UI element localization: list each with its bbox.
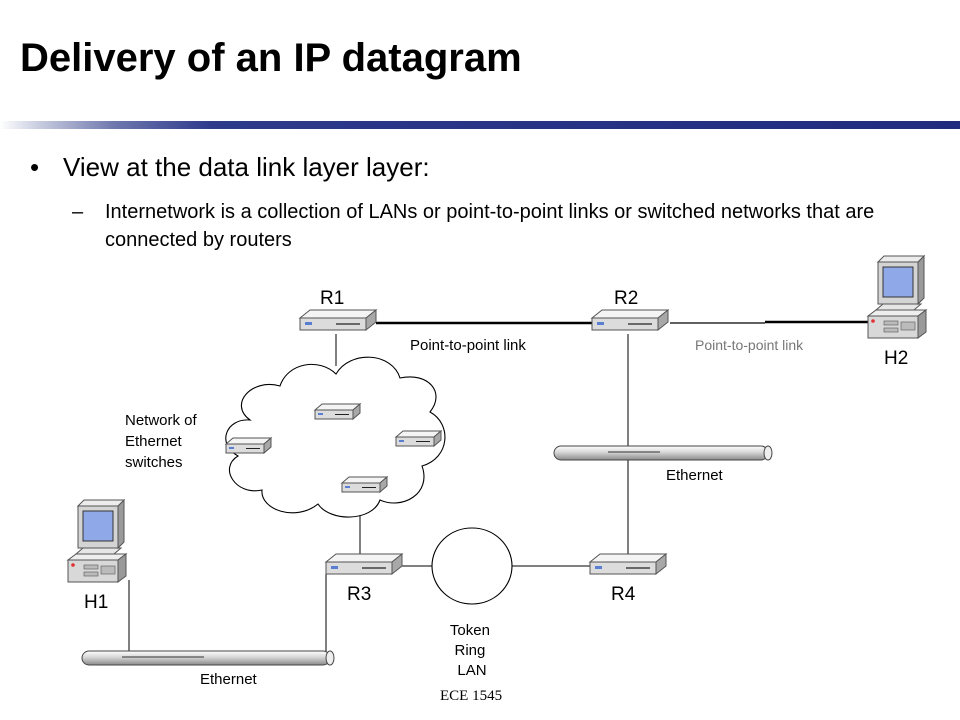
router-r3-icon bbox=[325, 553, 403, 575]
token-ring-label: Token Ring LAN bbox=[450, 622, 494, 679]
link-lines bbox=[128, 320, 870, 656]
ethernet-cable-bottom bbox=[81, 650, 335, 666]
title-rule bbox=[0, 121, 960, 129]
slide-footer: ECE 1545 bbox=[440, 688, 503, 704]
ethernet-label: Ethernet bbox=[200, 671, 258, 688]
token-ring bbox=[431, 527, 513, 605]
sub-bullet-text: Internetwork is a collection of LANs or … bbox=[105, 201, 875, 251]
switch-icon bbox=[225, 437, 272, 454]
ethernet-cable-right bbox=[553, 445, 773, 461]
bullet-text: View at the data link layer layer: bbox=[63, 152, 430, 182]
router-r1-icon bbox=[299, 309, 377, 331]
host-h2-icon bbox=[867, 255, 927, 339]
sub-bullet-marker: – bbox=[72, 201, 84, 223]
host-h1-label: H1 bbox=[84, 592, 108, 613]
router-r4-label: R4 bbox=[611, 584, 636, 605]
bullet-marker: • bbox=[30, 152, 40, 182]
switch-icon bbox=[314, 403, 361, 420]
switch-icon bbox=[341, 476, 388, 493]
host-h1-icon bbox=[67, 499, 127, 583]
slide-title: Delivery of an IP datagram bbox=[20, 36, 522, 80]
router-r2-label: R2 bbox=[614, 288, 638, 309]
switch-network-cloud bbox=[225, 356, 446, 518]
host-h2-label: H2 bbox=[884, 348, 908, 369]
p2p-link-label: Point-to-point link bbox=[410, 337, 526, 354]
router-r2-icon bbox=[591, 309, 669, 331]
p2p-link-label: Point-to-point link bbox=[695, 337, 804, 353]
ethernet-label: Ethernet bbox=[666, 467, 724, 484]
router-r1-label: R1 bbox=[320, 288, 344, 309]
router-r4-icon bbox=[589, 553, 667, 575]
router-r3-label: R3 bbox=[347, 584, 371, 605]
switch-icon bbox=[395, 430, 442, 447]
switch-network-label: Network of Ethernet switches bbox=[125, 412, 201, 471]
